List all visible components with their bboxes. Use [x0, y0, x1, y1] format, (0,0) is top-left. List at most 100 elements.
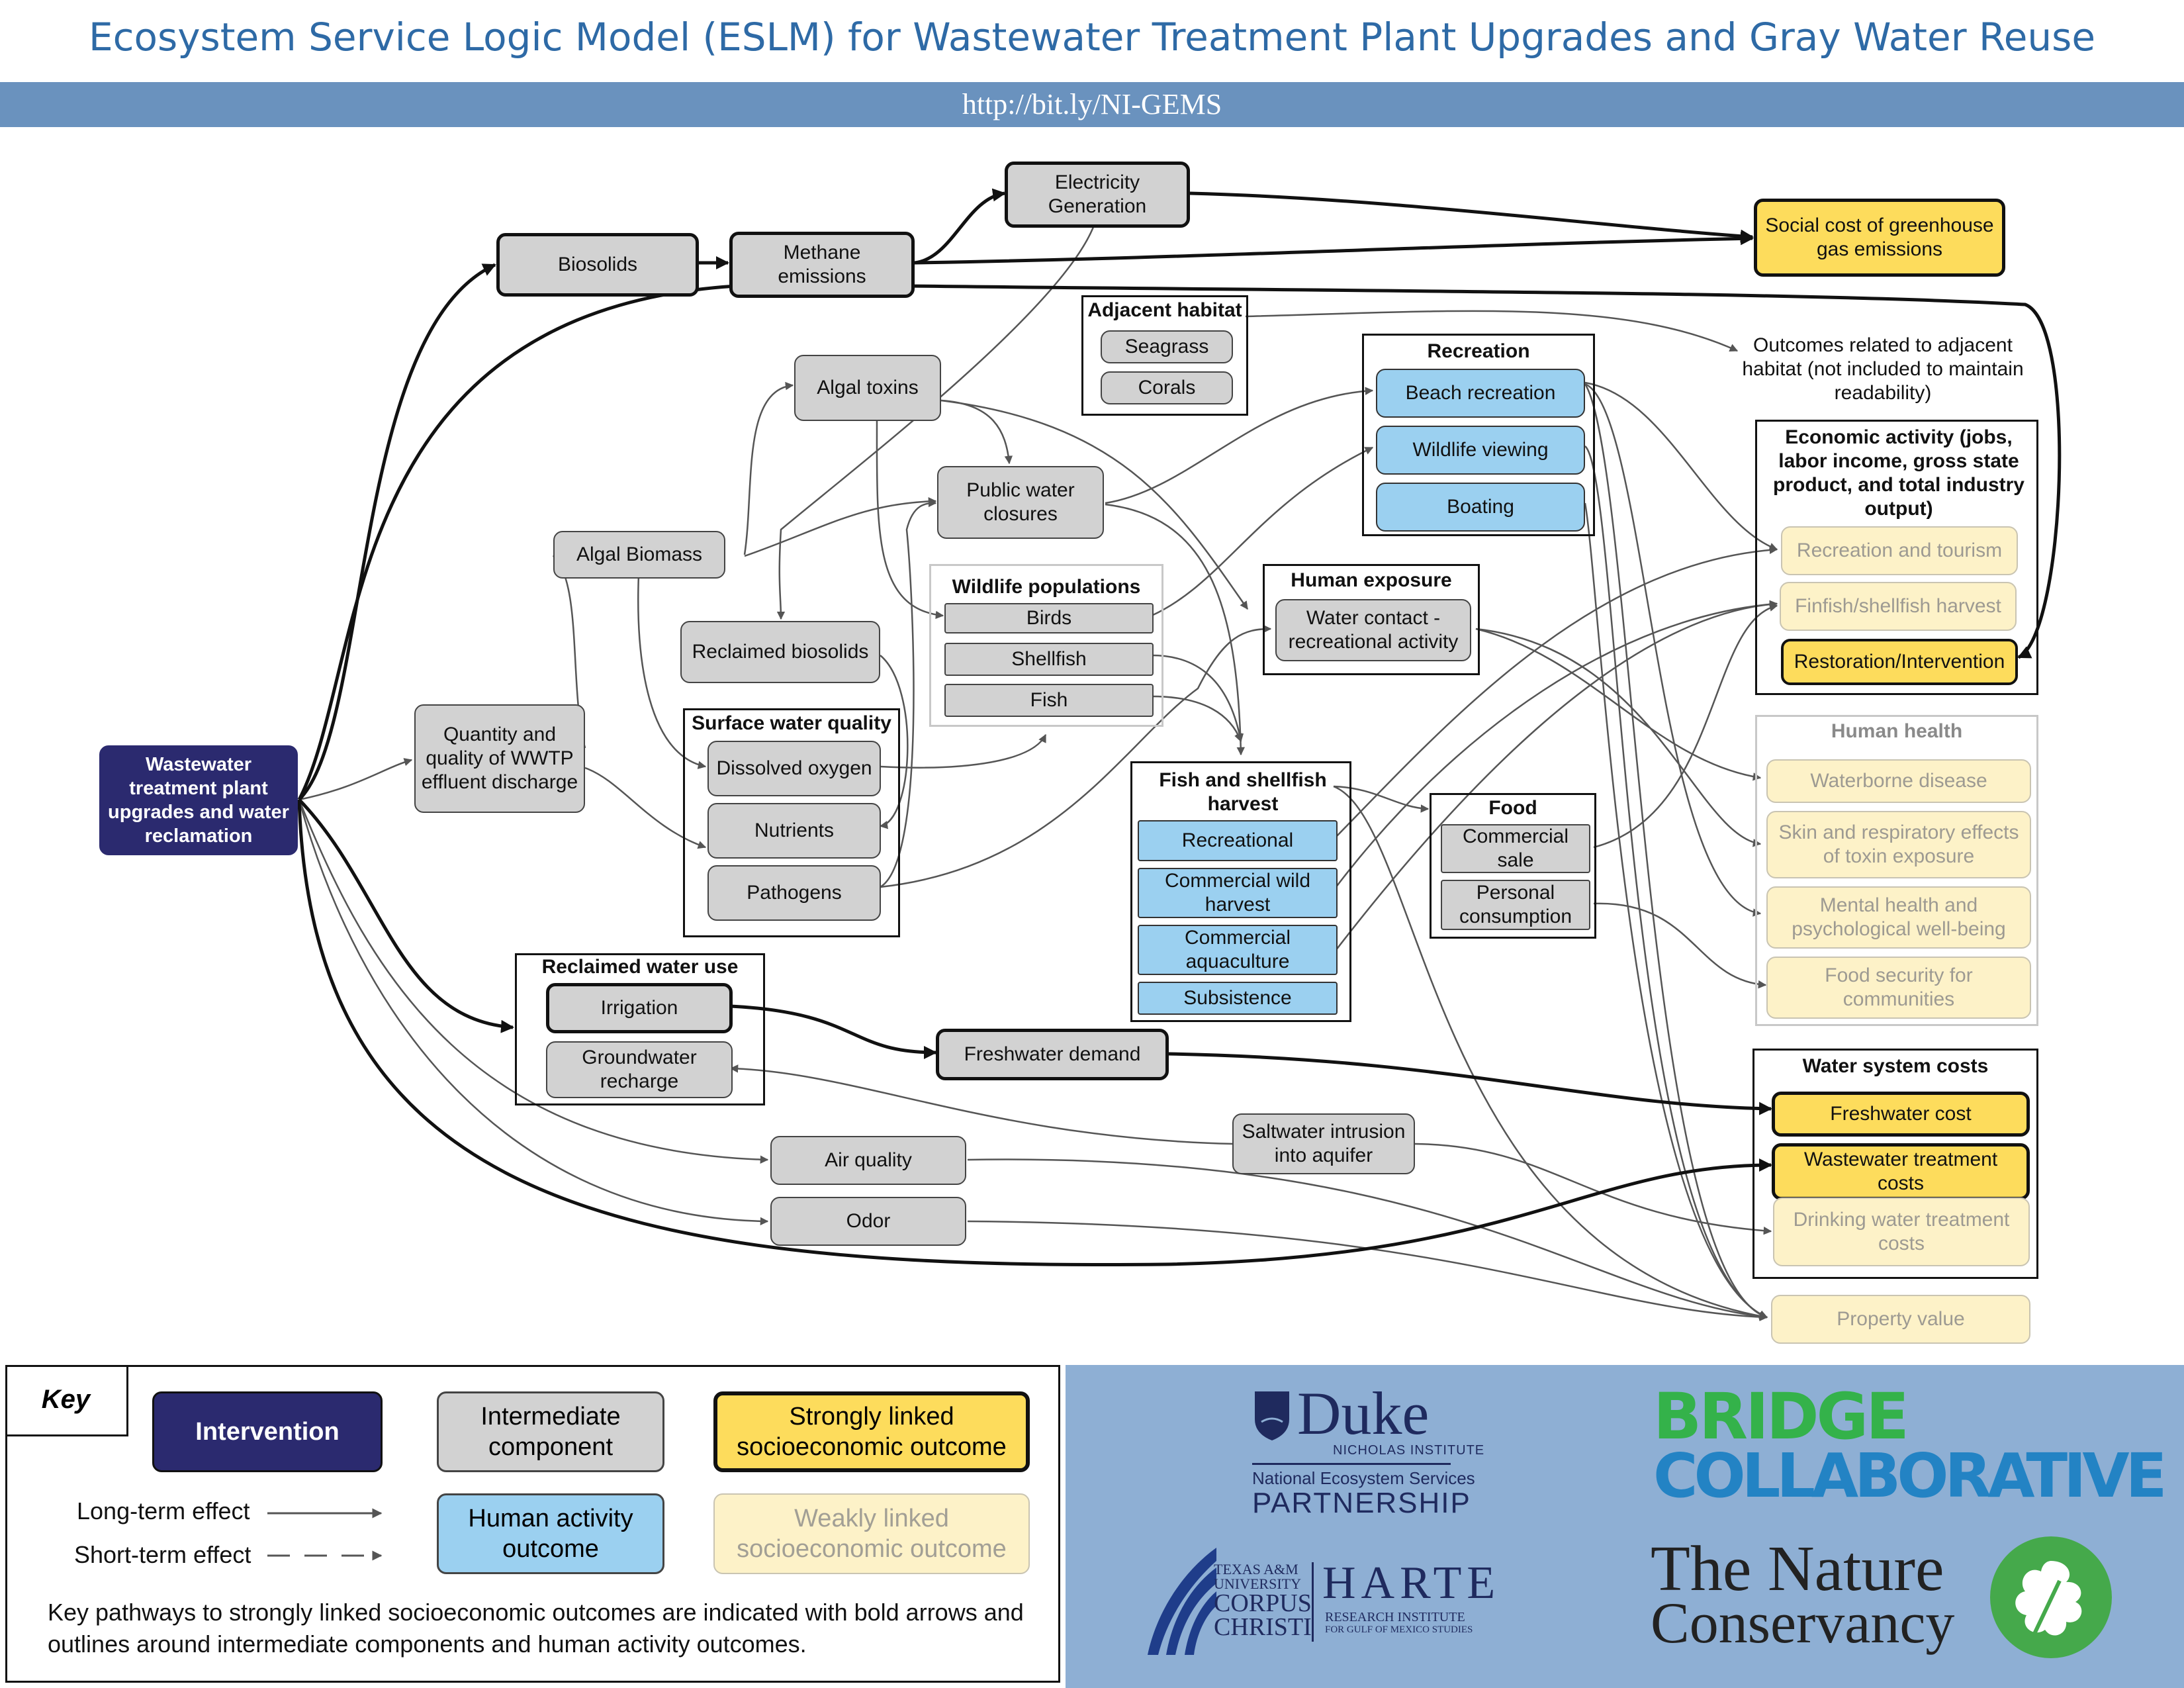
- link-algal-toxins: [743, 381, 794, 555]
- duke-logo-text: Duke: [1297, 1380, 1430, 1447]
- bridge-logo: BRIDGE: [1653, 1380, 1909, 1454]
- algal-toxins-node[interactable]: Algal toxins: [794, 355, 941, 421]
- tamucc-text-2: UNIVERSITY: [1214, 1575, 1301, 1592]
- recreational-harvest-node[interactable]: Recreational: [1138, 820, 1338, 861]
- legend-arrows: [267, 1508, 383, 1561]
- link-personal-foodsec: [1593, 902, 1767, 989]
- quantity-quality-node[interactable]: Quantity and quality of WWTP effluent di…: [414, 704, 585, 813]
- beach-recreation-node[interactable]: Beach recreation: [1376, 369, 1585, 418]
- tamucc-text-1: TEXAS A&M: [1214, 1561, 1298, 1577]
- link-airquality-property: [967, 1158, 1768, 1321]
- economic-group: Economic activity (jobs, labor income, g…: [1755, 420, 2038, 695]
- url-banner[interactable]: http://bit.ly/NI-GEMS: [0, 82, 2184, 127]
- fish-harvest-group: Fish and shellfish harvest Recreational …: [1130, 761, 1351, 1022]
- bold-link-intervention-biosolids: [298, 263, 496, 801]
- link-public-beach: [1105, 387, 1374, 504]
- air-quality-node[interactable]: Air quality: [770, 1136, 966, 1185]
- dissolved-oxygen-node[interactable]: Dissolved oxygen: [707, 741, 881, 796]
- algal-biomass-node[interactable]: Algal Biomass: [553, 531, 725, 579]
- birds-node[interactable]: Birds: [944, 603, 1154, 633]
- link-recharvest-property: [1333, 785, 1768, 1321]
- link-intervention-odor: [298, 799, 769, 1226]
- link-boating-property: [1584, 502, 1768, 1319]
- irrigation-node[interactable]: Irrigation: [546, 983, 733, 1033]
- link-beach-econ: [1584, 381, 1778, 551]
- link-beach-property: [1584, 383, 1768, 1319]
- harte-sub2: FOR GULF OF MEXICO STUDIES: [1325, 1624, 1473, 1635]
- subsistence-node[interactable]: Subsistence: [1138, 982, 1338, 1015]
- link-saltwater-drinking: [1414, 1143, 1772, 1235]
- intervention-node[interactable]: Wastewater treatment plant upgrades and …: [99, 745, 298, 855]
- tamucc-text-4: CHRISTI: [1214, 1613, 1312, 1641]
- electricity-node[interactable]: Electricity Generation: [1005, 162, 1190, 228]
- public-water-node[interactable]: Public water closures: [937, 466, 1104, 539]
- harte-sub1: RESEARCH INSTITUTE: [1325, 1610, 1465, 1624]
- odor-node[interactable]: Odor: [770, 1197, 966, 1246]
- link-toxins-birds: [876, 420, 944, 620]
- link-pathogens-public: [880, 498, 937, 888]
- bold-link-methane-socialcost: [914, 232, 1754, 265]
- wastewater-treatment-cost-node[interactable]: Wastewater treatment costs: [1772, 1143, 2030, 1200]
- skin-respiratory-node[interactable]: Skin and respiratory effects of toxin ex…: [1766, 811, 2031, 878]
- shellfish-node[interactable]: Shellfish: [944, 643, 1154, 676]
- personal-consumption-node[interactable]: Personal consumption: [1441, 880, 1590, 930]
- legend-intervention: Intervention: [152, 1391, 383, 1472]
- waterborne-disease-node[interactable]: Waterborne disease: [1766, 759, 2031, 803]
- pathogens-node[interactable]: Pathogens: [707, 865, 881, 921]
- link-humanexp-skin: [1475, 628, 1762, 847]
- wildlife-viewing-node[interactable]: Wildlife viewing: [1376, 426, 1585, 475]
- seagrass-node[interactable]: Seagrass: [1101, 330, 1233, 363]
- freshwater-demand-node[interactable]: Freshwater demand: [936, 1029, 1169, 1080]
- human-health-group: Human health Waterborne disease Skin and…: [1755, 715, 2038, 1026]
- wildlife-title: Wildlife populations: [952, 576, 1141, 598]
- collaborative-logo: COLLABORATIVE: [1653, 1440, 2167, 1511]
- link-public-fish: [1105, 503, 1246, 756]
- commercial-wild-harvest-node[interactable]: Commercial wild harvest: [1138, 868, 1338, 918]
- biosolids-node[interactable]: Biosolids: [496, 233, 699, 297]
- commercial-sale-node[interactable]: Commercial sale: [1441, 824, 1590, 873]
- link-cwh-finfish: [1333, 600, 1778, 891]
- legend-key: [5, 1365, 1060, 1683]
- saltwater-intrusion-node[interactable]: Saltwater intrusion into aquifer: [1232, 1113, 1415, 1174]
- legend-human-activity: Human activity outcome: [437, 1493, 664, 1574]
- tnc-logo-line2: Conservancy: [1651, 1591, 1955, 1656]
- mental-health-node[interactable]: Mental health and psychological well-bei…: [1766, 886, 2031, 949]
- freshwater-cost-node[interactable]: Freshwater cost: [1772, 1092, 2030, 1137]
- wildlife-group: Wildlife populations Birds Shellfish Fis…: [929, 564, 1163, 727]
- methane-node[interactable]: Methane emissions: [729, 232, 915, 298]
- nesp-line2: PARTNERSHIP: [1252, 1487, 1471, 1519]
- legend-title: Key: [5, 1365, 128, 1436]
- link-humanexp-waterborne: [1475, 628, 1762, 781]
- economic-title: Economic activity (jobs, labor income, g…: [1773, 426, 2025, 520]
- adjacent-outcomes-note: Outcomes related to adjacent habitat (no…: [1742, 334, 2024, 404]
- recreation-tourism-node[interactable]: Recreation and tourism: [1781, 526, 2018, 575]
- social-cost-node[interactable]: Social cost of greenhouse gas emissions: [1754, 199, 2005, 277]
- bold-link-methane-electric: [914, 188, 1006, 265]
- link-odor-property: [967, 1220, 1768, 1321]
- food-title: Food: [1488, 797, 1537, 819]
- adjacent-habitat-group: Adjacent habitat Seagrass Corals: [1081, 295, 1248, 416]
- boating-node[interactable]: Boating: [1376, 483, 1585, 532]
- partner-logos-panel: Duke NICHOLAS INSTITUTE National Ecosyst…: [1066, 1365, 2184, 1688]
- link-do-fish: [880, 733, 1047, 769]
- link-toxins-public: [940, 399, 1013, 465]
- nutrients-node[interactable]: Nutrients: [707, 803, 881, 859]
- fish-node[interactable]: Fish: [944, 684, 1154, 717]
- corals-node[interactable]: Corals: [1101, 371, 1233, 404]
- groundwater-recharge-node[interactable]: Groundwater recharge: [546, 1041, 733, 1098]
- link-shellfish-fishharvest: [1151, 654, 1244, 743]
- property-value-node[interactable]: Property value: [1771, 1295, 2030, 1344]
- tamucc-text-3: CORPUS: [1214, 1589, 1312, 1617]
- drinking-water-cost-node[interactable]: Drinking water treatment costs: [1773, 1197, 2030, 1266]
- food-security-node[interactable]: Food security for communities: [1766, 957, 2031, 1019]
- water-contact-node[interactable]: Water contact - recreational activity: [1275, 599, 1471, 661]
- finfish-shellfish-node[interactable]: Finfish/shellfish harvest: [1780, 582, 2017, 631]
- restoration-intervention-node[interactable]: Restoration/Intervention: [1781, 639, 2018, 685]
- legend-strong: Strongly linked socioeconomic outcome: [713, 1391, 1030, 1472]
- reclaimed-biosolids-node[interactable]: Reclaimed biosolids: [680, 621, 880, 683]
- fish-harvest-title: Fish and shellfish harvest: [1159, 769, 1327, 815]
- commercial-aquaculture-node[interactable]: Commercial aquaculture: [1138, 925, 1338, 975]
- tamucc-wing-icon: [1148, 1548, 1216, 1655]
- food-group: Food Commercial sale Personal consumptio…: [1430, 793, 1596, 939]
- tnc-logo-line1: The Nature: [1651, 1533, 1944, 1605]
